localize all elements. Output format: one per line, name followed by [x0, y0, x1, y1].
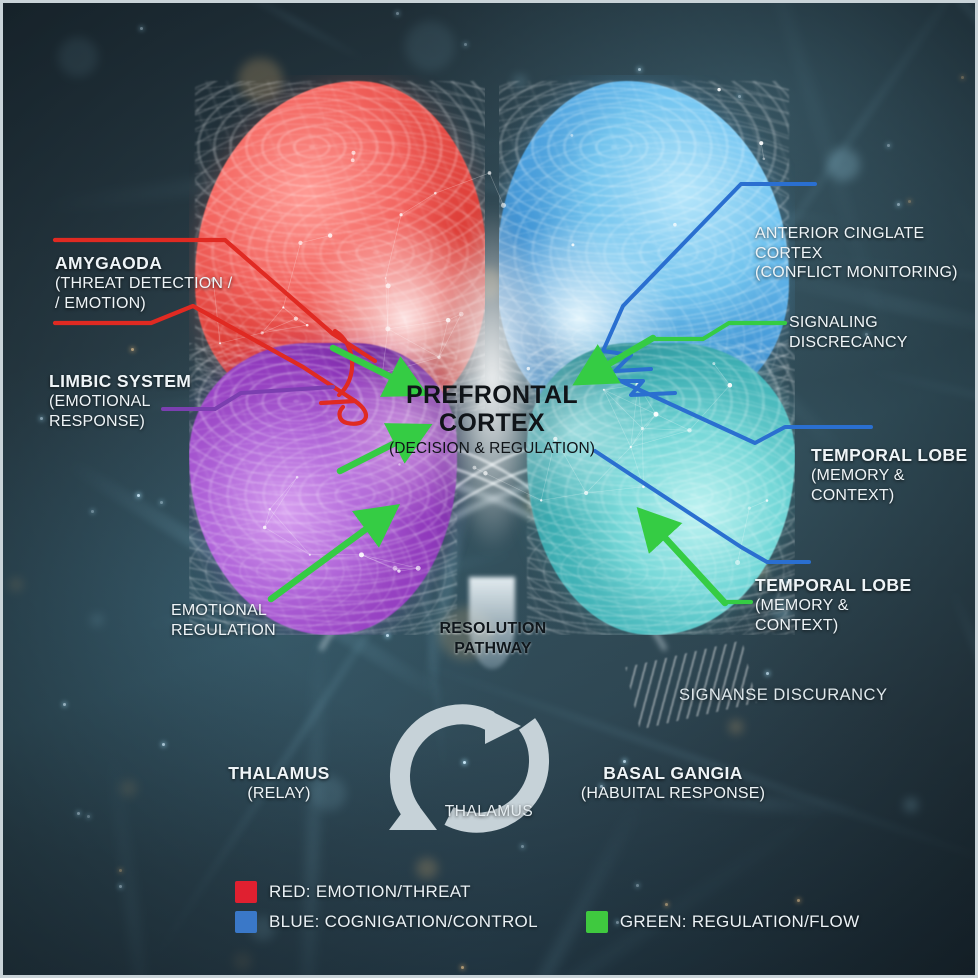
central-glow: [417, 65, 567, 645]
connector-signaling-discrepancy: [650, 320, 788, 342]
connector-anterior-cingulate: [597, 182, 817, 397]
label-basal-ganglia: BASAL GANGIA (HABUITAL RESPONSE): [563, 763, 783, 804]
connector-amygdala: [52, 237, 378, 426]
resolution-line1: RESOLUTION: [439, 620, 547, 637]
label-limbic-sub1: (EMOTIONAL: [49, 393, 151, 411]
label-amygdala-title: AMYGAODA: [55, 253, 163, 273]
connector-lines: [52, 182, 873, 607]
label-amygdala: AMYGAODA (THREAT DETECTION / / EMOTION): [55, 253, 265, 313]
brain-stem: [469, 577, 515, 669]
label-amygdala-sub1: (THREAT DETECTION /: [55, 275, 233, 293]
label-limbic-system: LIMBIC SYSTEM (EMOTIONAL RESPONSE): [49, 371, 249, 431]
label-emotional-regulation: EMOTIONAL REGULATION: [171, 601, 371, 640]
thalamus-sub: (RELAY): [247, 785, 311, 803]
pfc-title-line1: PREFRONTAL: [406, 381, 578, 409]
label-resolution-pathway: RESOLUTION PATHWAY: [393, 619, 593, 658]
neural-node-overlay: [210, 87, 769, 573]
label-limbic-title: LIMBIC SYSTEM: [49, 371, 192, 391]
label-temporal-lobe-upper: TEMPORAL LOBE (MEMORY & CONTEXT): [811, 445, 975, 505]
legend-row-blue-green: BLUE: COGNIGATION/CONTROL GREEN: REGULAT…: [235, 911, 859, 933]
label-emotional-regulation-line2: REGULATION: [171, 621, 276, 639]
resolution-line2: PATHWAY: [454, 639, 532, 657]
legend-label-blue: BLUE: COGNIGATION/CONTROL: [269, 912, 538, 931]
label-signaling-discrepancy: SIGNALING DISCRECANCY: [789, 313, 975, 352]
legend: RED: EMOTION/THREAT BLUE: COGNIGATION/CO…: [235, 881, 859, 941]
label-signanse-discurancy: SIGNANSE DISCURANCY: [679, 685, 887, 705]
legend-swatch-green: [585, 911, 608, 933]
label-anterior-cingulate-cortex: ANTERIOR CINGLATE CORTEX (CONFLICT MONIT…: [755, 224, 975, 283]
label-limbic-sub2: RESPONSE): [49, 412, 146, 430]
label-thalamus-relay: THALAMUS (RELAY): [179, 763, 379, 804]
green-flow-arrows: [267, 334, 729, 607]
legend-swatch-red: [235, 881, 257, 903]
label-thalamus-inner: THALAMUS: [399, 803, 579, 822]
legend-label-green: GREEN: REGULATION/FLOW: [619, 912, 860, 931]
label-acc-title: ANTERIOR CINGLATE CORTEX: [755, 225, 925, 262]
connector-temporal-lobe-lower: [593, 449, 811, 564]
connector-temporal-lobe-upper: [601, 371, 873, 445]
label-temporal-upper-sub: (MEMORY & CONTEXT): [811, 467, 905, 504]
thalamus-inner-text: THALAMUS: [444, 803, 534, 820]
label-temporal-lower-sub: (MEMORY & CONTEXT): [755, 597, 849, 634]
label-emotional-regulation-line1: EMOTIONAL: [171, 602, 268, 619]
label-acc-sub: (CONFLICT MONITORING): [755, 264, 958, 282]
legend-row-red: RED: EMOTION/THREAT: [235, 881, 859, 903]
legend-label-red: RED: EMOTION/THREAT: [269, 882, 471, 901]
pfc-title-line2: CORTEX: [439, 408, 545, 437]
label-temporal-lobe-lower: TEMPORAL LOBE (MEMORY & CONTEXT): [755, 575, 935, 635]
label-temporal-lower-title: TEMPORAL LOBE: [755, 575, 912, 595]
basal-ganglia-sub: (HABUITAL RESPONSE): [580, 785, 766, 803]
label-signaling-line2: DISCRECANCY: [789, 333, 908, 351]
thalamus-title: THALAMUS: [228, 763, 330, 783]
label-signaling-line1: SIGNALING: [789, 314, 878, 331]
label-temporal-upper-title: TEMPORAL LOBE: [811, 445, 968, 465]
resolution-cycle-arrows: [389, 704, 550, 833]
connector-limbic: [161, 385, 335, 411]
basal-ganglia-title: BASAL GANGIA: [603, 763, 743, 783]
pfc-subtitle: (DECISION & REGULATION): [388, 440, 596, 457]
legend-swatch-blue: [235, 911, 257, 933]
arc-label-text: SIGNANSE DISCURANCY: [679, 686, 888, 704]
prefrontal-cortex-label: PREFRONTAL CORTEX (DECISION & REGULATION…: [388, 381, 596, 458]
label-amygdala-sub2: / EMOTION): [55, 294, 146, 312]
